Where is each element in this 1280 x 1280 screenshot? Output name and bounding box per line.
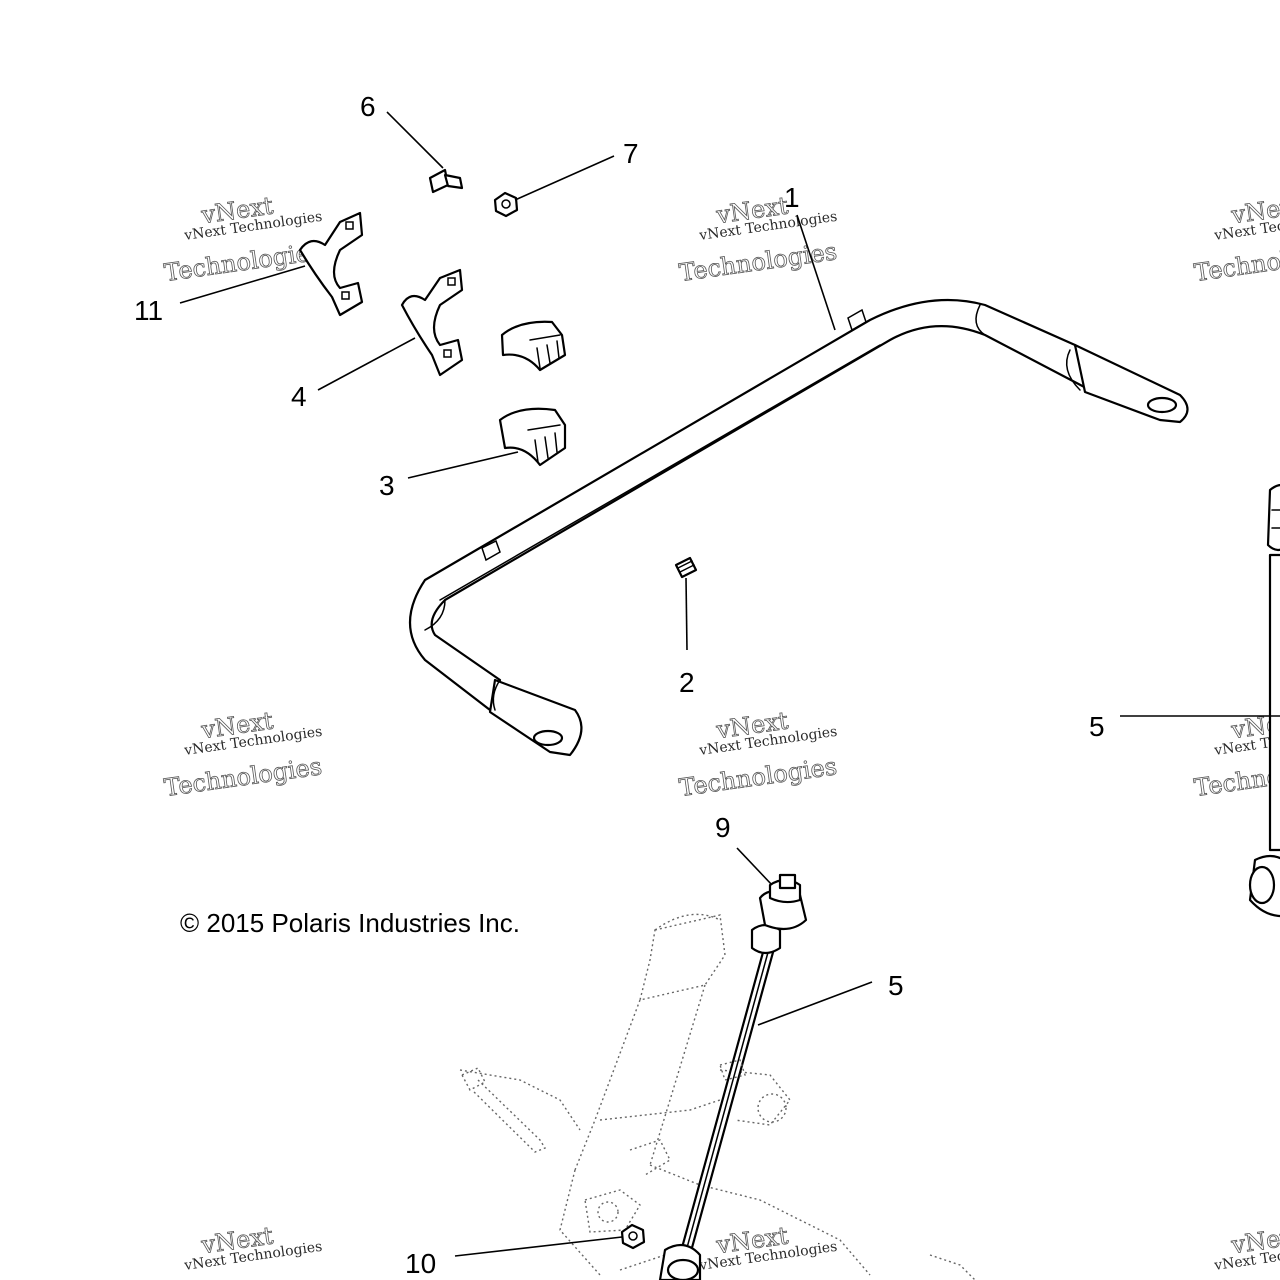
stabilizer-link-right	[1248, 484, 1280, 918]
callout-11: 11	[134, 295, 163, 326]
leader-lines	[179, 111, 1280, 1257]
svg-text:Technologies: Technologies	[1192, 237, 1280, 287]
svg-text:Technologies: Technologies	[677, 237, 838, 287]
leader-11	[179, 265, 306, 304]
callout-4: 4	[291, 381, 307, 412]
svg-text:vNext: vNext	[1229, 192, 1280, 230]
watermark: vNext Technologies vNext	[697, 1221, 838, 1274]
watermark: vNext Technologies vNext Technologies	[677, 191, 839, 287]
bushing-upper	[500, 320, 567, 372]
ghost-bolt	[461, 1059, 746, 1153]
leader-6	[386, 111, 444, 169]
stabilizer-bar	[408, 298, 1189, 757]
callout-7: 7	[623, 138, 639, 169]
grease-fitting	[674, 556, 698, 579]
stabilizer-link-lower	[658, 873, 808, 1280]
leader-9	[736, 847, 773, 886]
callouts: 1 2 3 4 5 5 6 7 9 10 11	[134, 91, 1105, 1279]
leader-10	[454, 1236, 623, 1257]
bolt	[428, 168, 464, 194]
svg-text:vNext: vNext	[1229, 1222, 1280, 1260]
callout-2: 2	[679, 667, 695, 698]
copyright-notice: © 2015 Polaris Industries Inc.	[180, 908, 520, 938]
callout-1: 1	[784, 182, 800, 213]
leader-3	[407, 451, 519, 479]
leader-5b	[757, 981, 873, 1026]
watermark: vNext Technologies vNext Technologies	[162, 706, 324, 802]
leader-4	[317, 337, 416, 391]
nut-lower	[620, 1223, 646, 1250]
bushing-bracket	[400, 268, 464, 377]
watermark: vNext Technologies vNext Technologies	[1192, 191, 1280, 287]
callout-3: 3	[379, 470, 395, 501]
callout-10: 10	[405, 1248, 436, 1279]
watermark: vNext Technologies vNext Technologies	[162, 191, 324, 287]
svg-text:Technologies: Technologies	[162, 752, 323, 802]
watermark-group: vNext Technologies vNext Technologies vN…	[162, 191, 1280, 1274]
leader-1	[796, 214, 836, 331]
svg-text:Technologies: Technologies	[677, 752, 838, 802]
nut	[493, 191, 519, 218]
svg-text:Technologies: Technologies	[162, 237, 323, 287]
svg-text:Technologies: Technologies	[1192, 752, 1280, 802]
leader-2	[685, 577, 688, 651]
callout-6: 6	[360, 91, 376, 122]
ghost-suspension-assembly	[459, 913, 976, 1280]
mount-bracket	[298, 211, 364, 317]
watermark: vNext Technologies vNext	[1212, 1221, 1280, 1274]
callout-5-lower: 5	[888, 970, 904, 1001]
watermark: vNext Technologies vNext	[182, 1221, 323, 1274]
callout-5-right: 5	[1089, 711, 1105, 742]
leader-7	[514, 155, 615, 201]
watermark: vNext Technologies vNext Technologies	[677, 706, 839, 802]
callout-9: 9	[715, 812, 731, 843]
bushing	[498, 407, 567, 467]
